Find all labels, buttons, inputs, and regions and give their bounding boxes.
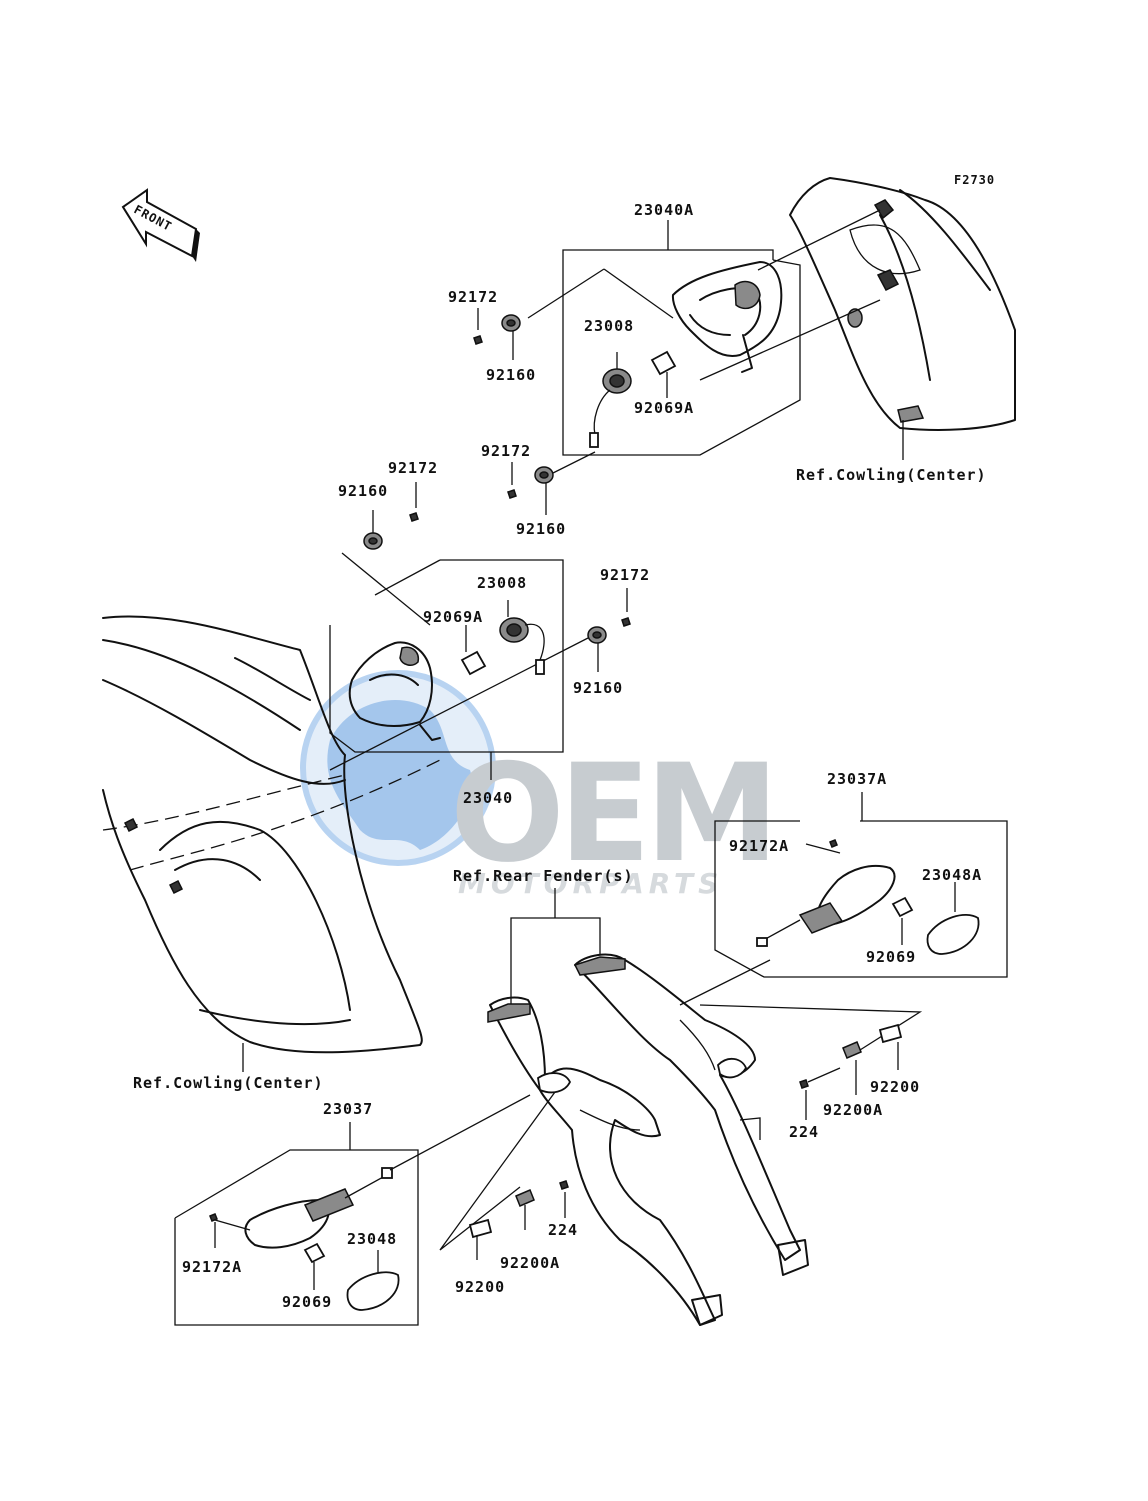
watermark-brand: OEM [450,735,773,892]
label-224: 224 [548,1221,578,1239]
front-arrow-icon: FRONT [121,188,200,262]
label-92160: 92160 [486,366,536,384]
assembly-23040 [329,552,589,780]
label-92172A: 92172A [182,1258,242,1276]
assembly-23037A [679,792,1008,1006]
assembly-23040A [527,209,881,456]
label-224: 224 [789,1123,819,1141]
bulb-92069A-upper [650,350,677,398]
bulb-socket-23008-middle [499,600,545,675]
label-92200A: 92200A [823,1101,883,1119]
bulb-socket-23008-upper [589,352,632,448]
label-23008: 23008 [584,317,634,335]
label-23040: 23040 [463,789,513,807]
label-ref-cowling-center: Ref.Cowling(Center) [133,1074,324,1092]
part-labels: 23040A 92172 92160 23008 92069A 92172 92… [133,201,987,1311]
bulb-92069A-middle [460,625,487,676]
label-23040A: 23040A [634,201,694,219]
label-23048: 23048 [347,1230,397,1248]
diagram-id: F2730 [954,173,995,187]
label-23008: 23008 [477,574,527,592]
watermark-continents-icon [327,700,472,850]
screw-92172-upper-a [473,308,483,345]
grommet-92160-middle-a [363,510,383,550]
label-92200A: 92200A [500,1254,560,1272]
label-92069: 92069 [866,948,916,966]
label-92200: 92200 [455,1278,505,1296]
grommet-92160-upper-b [534,451,596,515]
label-ref-rear-fender: Ref.Rear Fender(s) [453,867,634,885]
label-92160: 92160 [338,482,388,500]
screw-92172-upper-b [507,462,517,499]
label-92160: 92160 [516,520,566,538]
label-92172: 92172 [481,442,531,460]
rear-fender-brackets [439,888,923,1326]
left-cowling [102,615,441,1072]
grommet-92160-middle-b [587,626,607,672]
right-cowling [789,177,1016,460]
screw-92172-middle-b [621,588,631,627]
label-ref-cowling-center: Ref.Cowling(Center) [796,466,987,484]
grommet-92160-upper-a [501,314,521,360]
label-92160: 92160 [573,679,623,697]
label-92172: 92172 [388,459,438,477]
watermark: OEM MOTORPARTS [300,670,779,900]
screw-92172-middle-a [409,482,419,522]
label-92069A: 92069A [634,399,694,417]
label-92172: 92172 [600,566,650,584]
watermark-globe-icon [300,670,496,866]
label-92200: 92200 [870,1078,920,1096]
label-92069A: 92069A [423,608,483,626]
label-92069: 92069 [282,1293,332,1311]
assembly-23037 [174,1094,531,1326]
label-92172A: 92172A [729,837,789,855]
label-23037A: 23037A [827,770,887,788]
label-23048A: 23048A [922,866,982,884]
label-23037: 23037 [323,1100,373,1118]
label-92172: 92172 [448,288,498,306]
watermark-sub: MOTORPARTS [458,867,723,900]
